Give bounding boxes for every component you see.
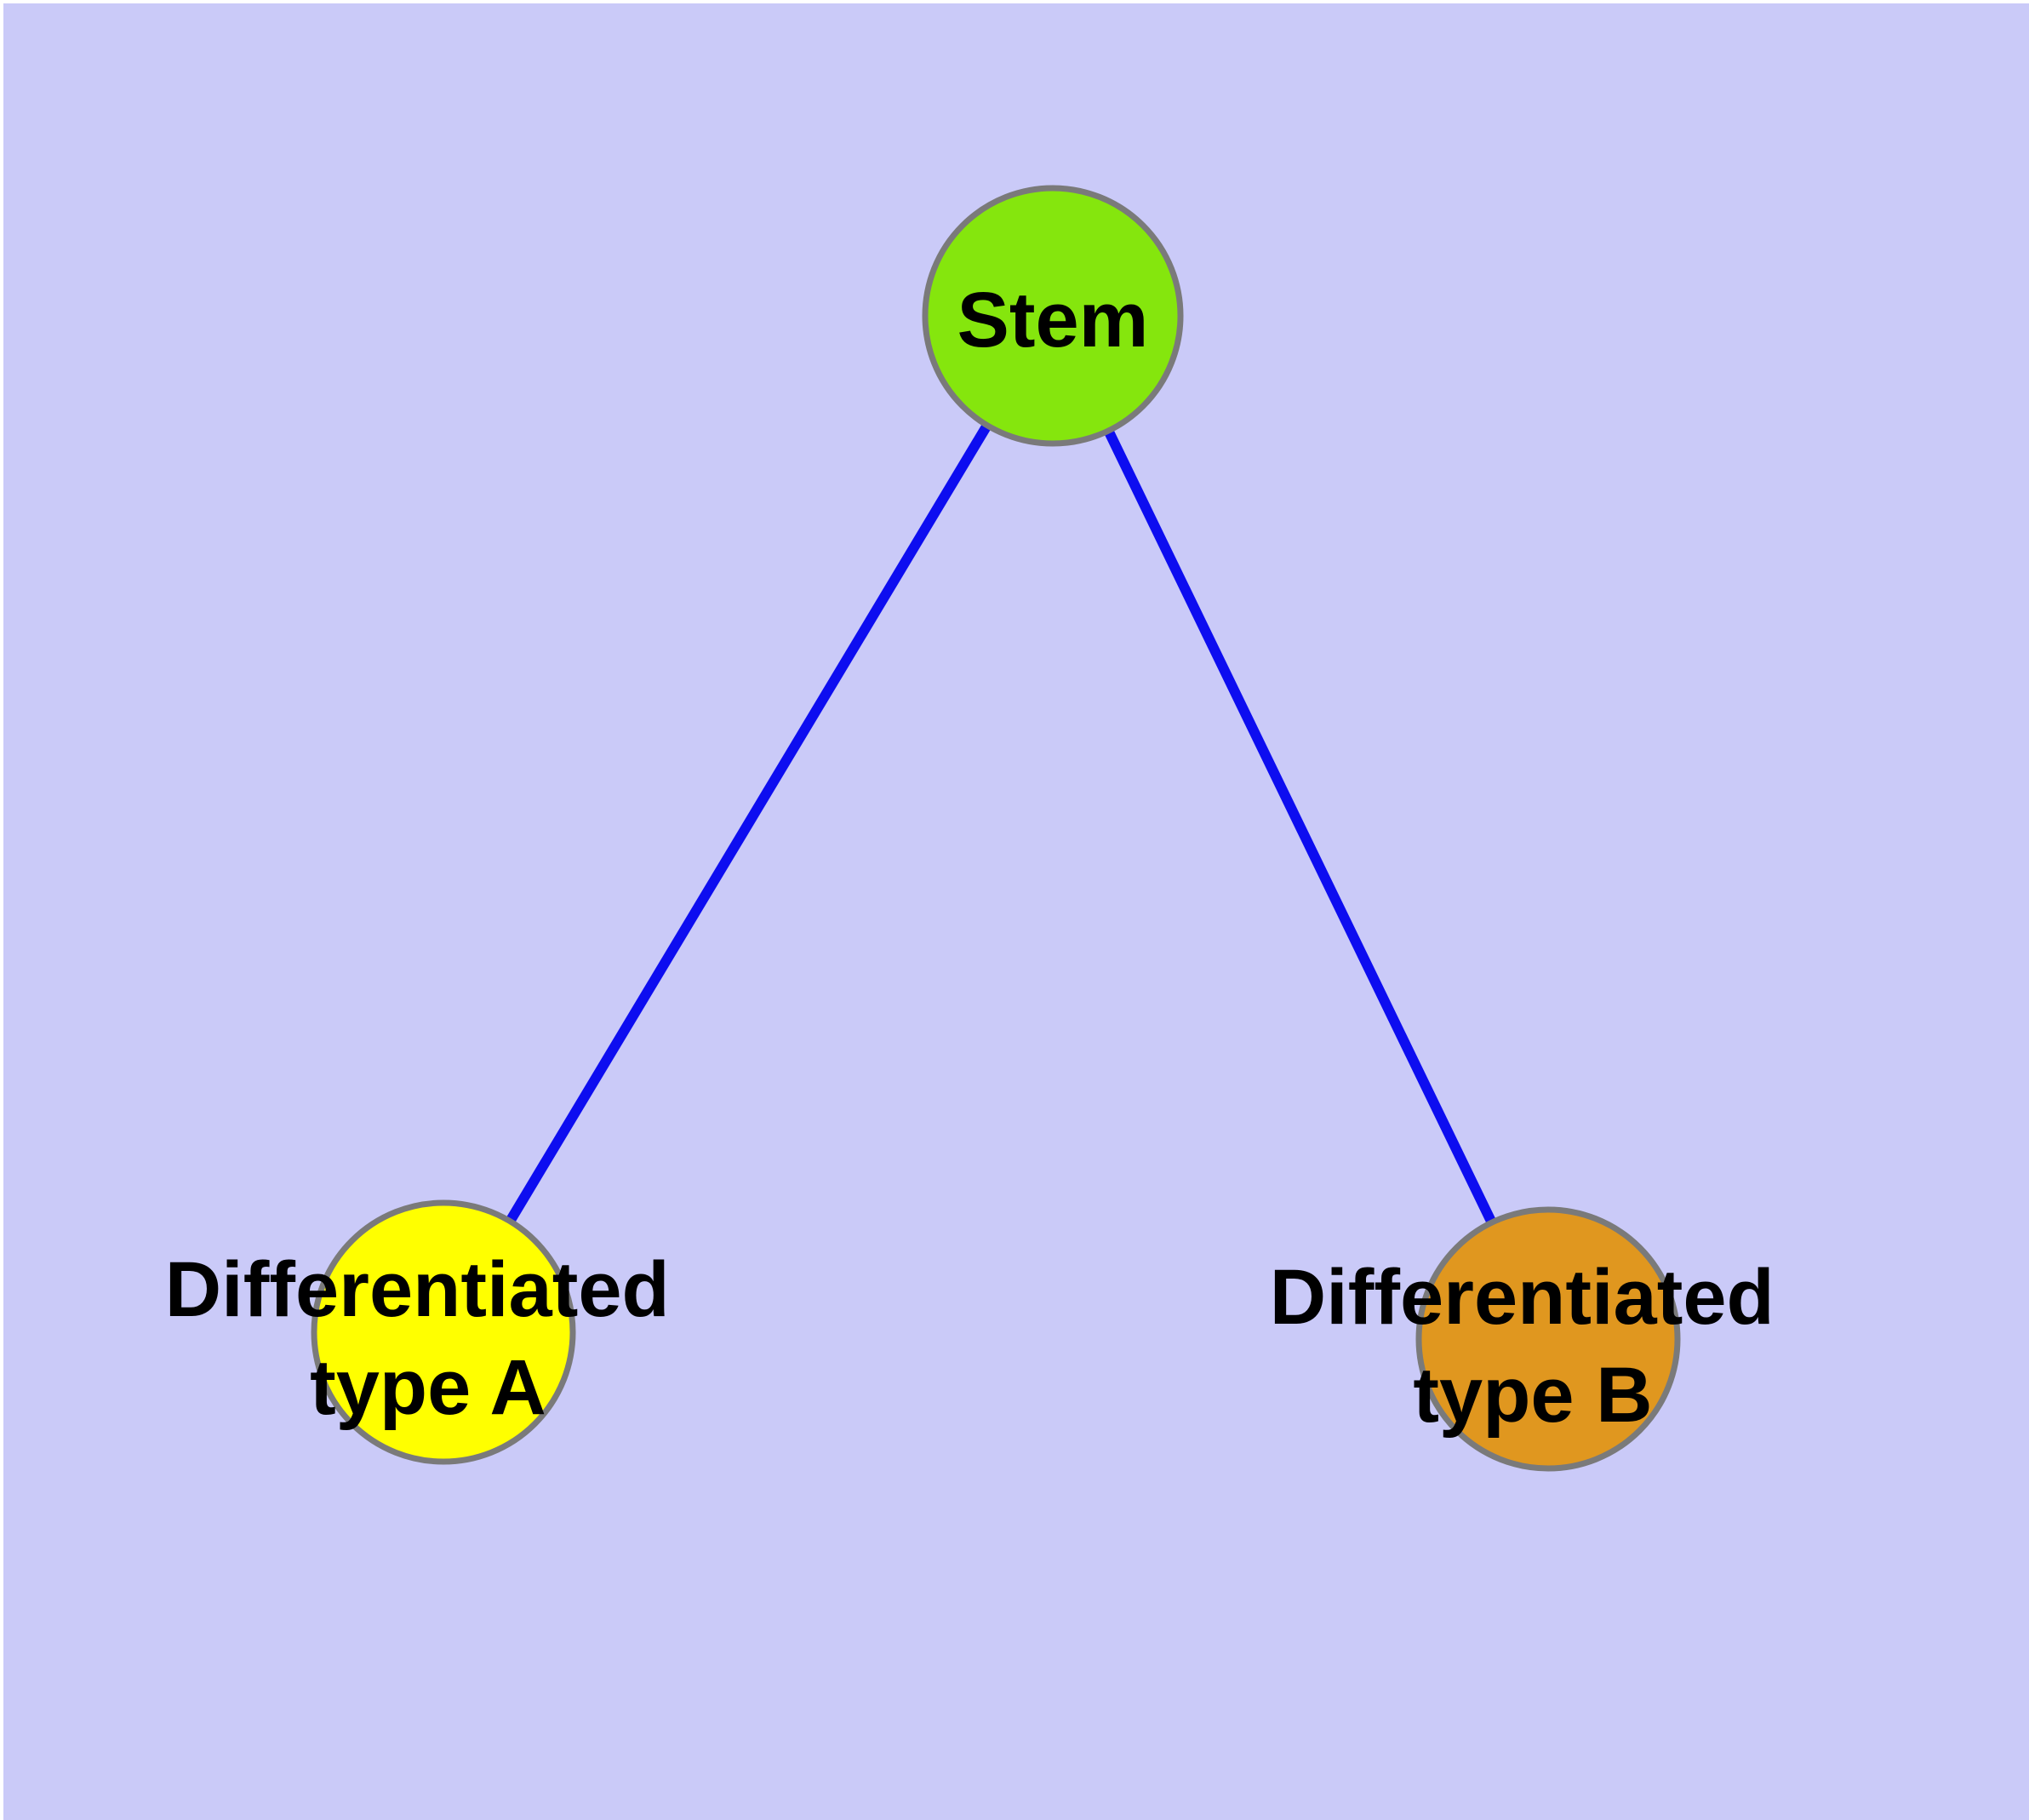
node-stem — [922, 185, 1184, 447]
node-differentiated-type-a-label: Differentiated type A — [165, 1246, 692, 1431]
node-differentiated-type-b-label-line-1: Differentiated — [1270, 1254, 1775, 1341]
node-differentiated-type-b-label: Differentiated type B — [1270, 1254, 1797, 1439]
node-differentiated-type-b-label-line-2: type B — [1413, 1352, 1652, 1439]
node-differentiated-type-b — [1415, 1206, 1681, 1472]
edge-stem-to-type-b — [1048, 313, 1553, 1342]
node-stem-label: Stem — [957, 277, 1149, 363]
node-differentiated-type-a-label-line-1: Differentiated — [165, 1246, 670, 1333]
node-differentiated-type-a-label-line-2: type A — [310, 1344, 546, 1431]
node-differentiated-type-a — [311, 1199, 576, 1465]
edge-stem-to-type-a — [438, 312, 1058, 1336]
